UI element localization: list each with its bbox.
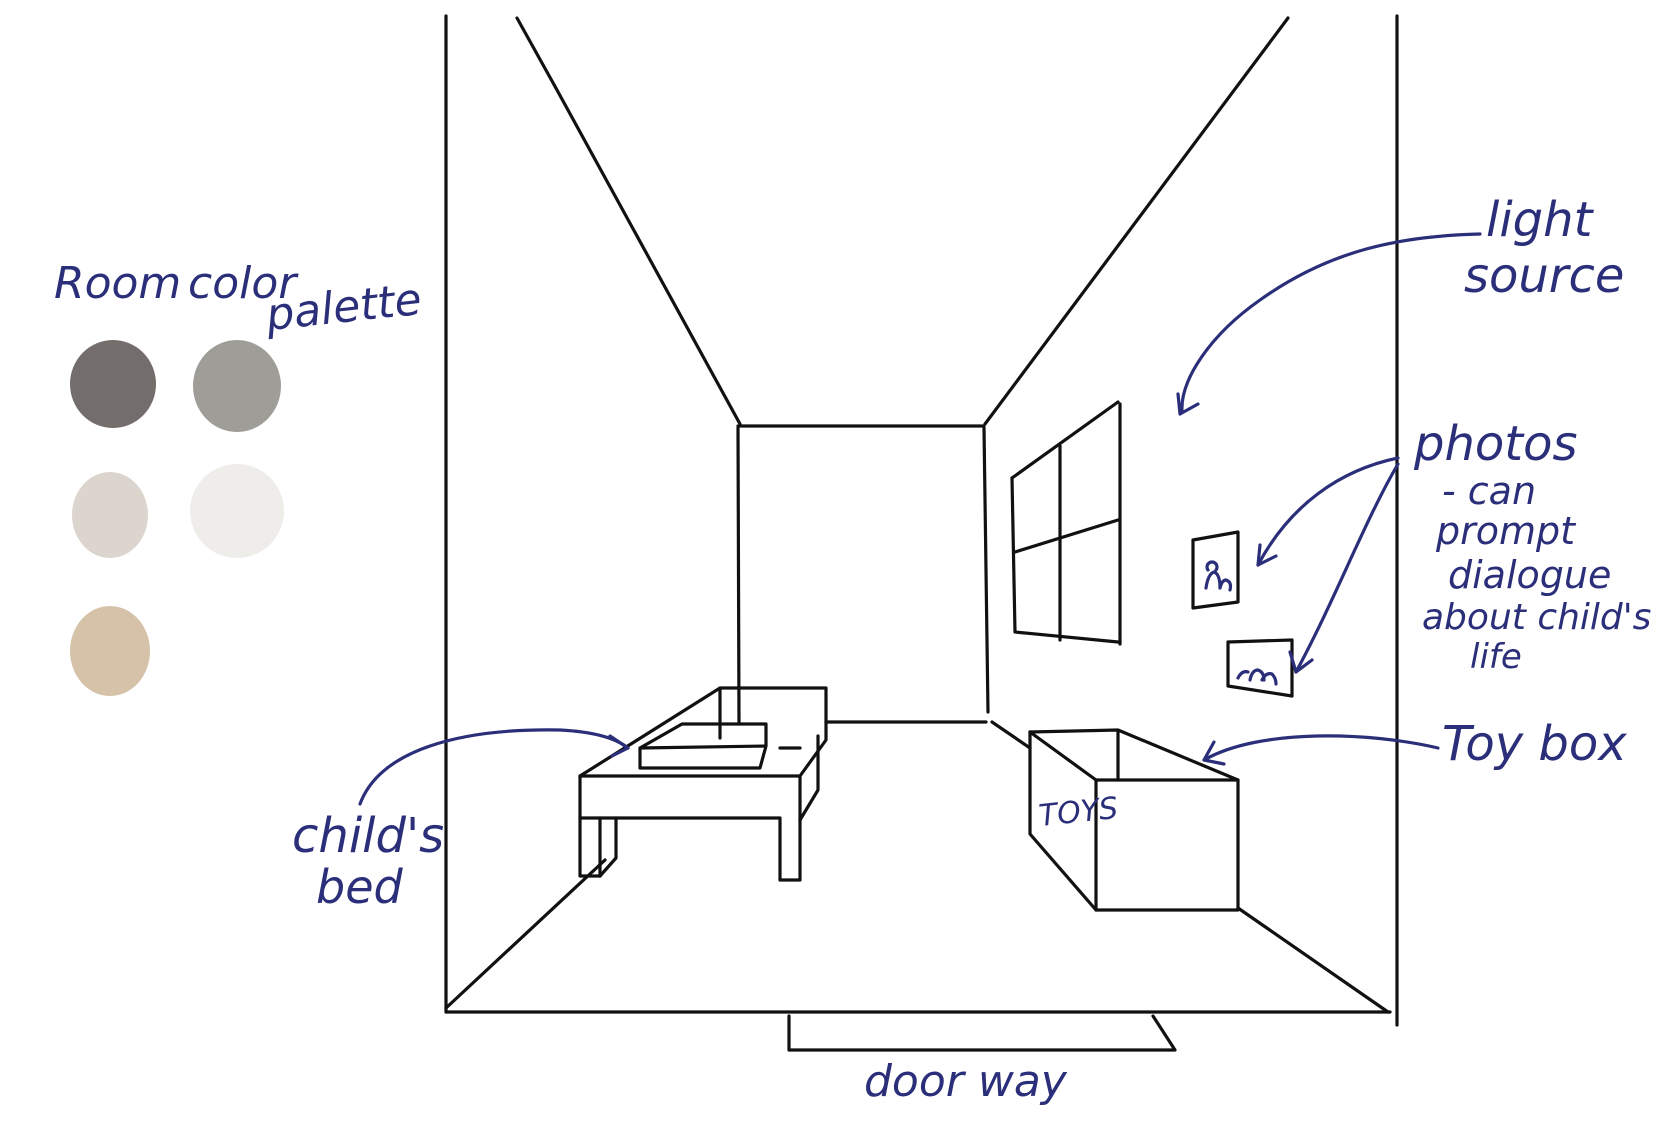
swatch-mid-gray — [193, 340, 281, 432]
window — [1010, 400, 1122, 646]
bed — [578, 686, 828, 882]
toy-box — [1028, 728, 1240, 912]
label-bed: bed — [316, 860, 403, 914]
label-photos: photos — [1414, 416, 1578, 472]
swatch-off-white — [190, 464, 284, 558]
palette-title-room: Room — [54, 258, 182, 309]
label-can: - can — [1442, 469, 1537, 513]
arrow-toybox — [1202, 734, 1440, 766]
label-source: source — [1464, 248, 1625, 304]
swatch-dark-gray — [70, 340, 156, 428]
arrow-light-source — [1176, 232, 1482, 416]
label-about-childs: about child's — [1422, 597, 1652, 638]
photo-frame-upper — [1191, 530, 1240, 610]
arrow-photos-upper — [1256, 456, 1400, 567]
palette-title-color: color — [188, 258, 297, 309]
label-doorway: door way — [864, 1056, 1067, 1107]
doorway-outline — [787, 1014, 1177, 1052]
swatch-light-greige — [72, 472, 148, 558]
arrow-bed — [358, 728, 630, 806]
label-toybox: Toy box — [1442, 716, 1627, 772]
label-light: light — [1486, 192, 1593, 248]
label-dialogue: dialogue — [1448, 553, 1612, 597]
label-life: life — [1470, 637, 1522, 677]
label-prompt: prompt — [1436, 509, 1576, 553]
swatch-beige — [70, 606, 150, 696]
photo-frame-lower — [1226, 638, 1294, 698]
label-childs: child's — [292, 808, 445, 864]
arrow-photos-lower — [1288, 462, 1400, 674]
room-outline — [444, 14, 1399, 1027]
toys-box-text: TOYS — [1037, 791, 1120, 834]
